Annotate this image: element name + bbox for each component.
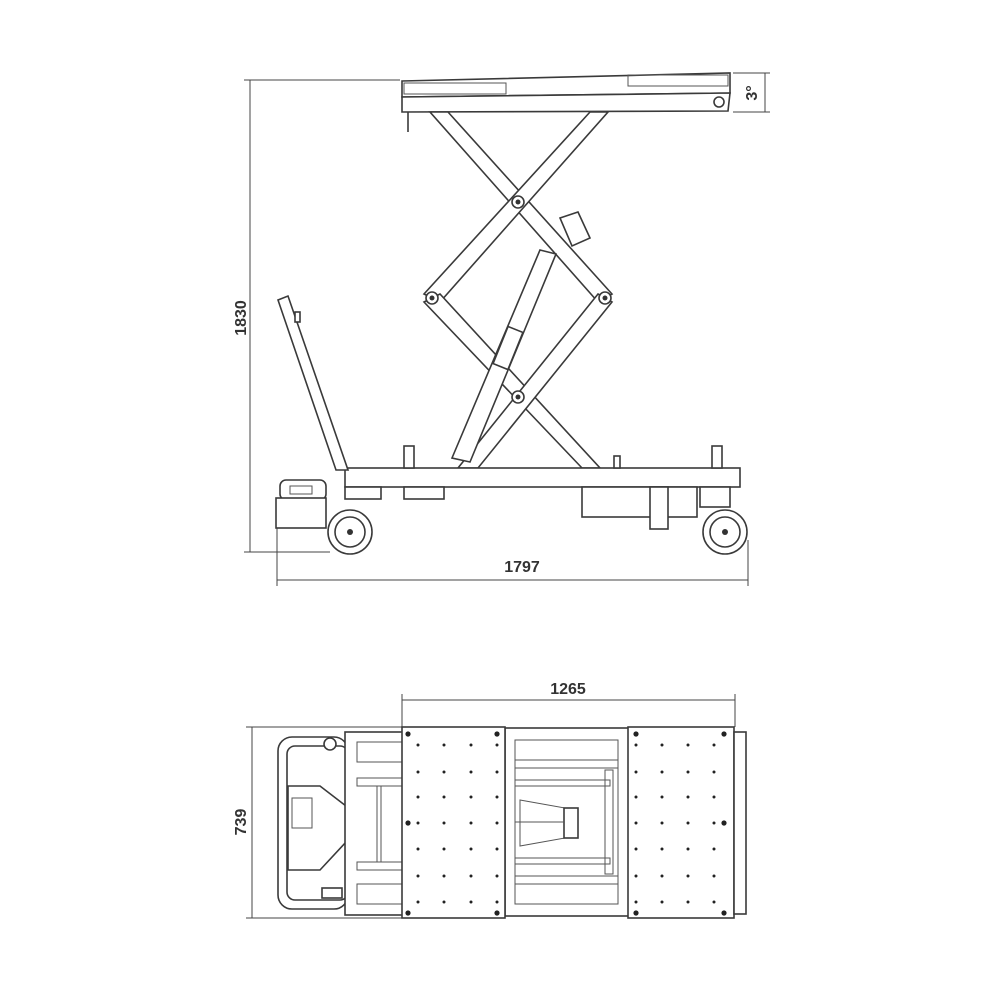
top-view: 1265 739 xyxy=(233,681,747,919)
deck-hole xyxy=(721,820,727,826)
deck-hole xyxy=(405,820,411,826)
deck-hole xyxy=(712,795,716,799)
deck-hole xyxy=(416,874,420,878)
deck-hole xyxy=(712,821,716,825)
deck-hole xyxy=(416,795,420,799)
deck-hole xyxy=(416,743,420,747)
deck-hole xyxy=(442,847,446,851)
deck-holes xyxy=(405,731,727,916)
deck-hole xyxy=(660,874,664,878)
deck-hole xyxy=(442,743,446,747)
deck-hole xyxy=(686,743,690,747)
scissor-arms xyxy=(422,111,614,469)
deck-hole xyxy=(633,731,639,737)
right-deck-plate xyxy=(627,726,735,919)
deck-hole xyxy=(495,847,499,851)
deck-hole xyxy=(416,900,420,904)
deck-hole xyxy=(469,770,473,774)
deck-hole xyxy=(660,821,664,825)
foot-pump xyxy=(275,479,382,529)
tilt-dimension: 3° xyxy=(733,72,770,113)
deck-hole xyxy=(442,770,446,774)
deck-hole xyxy=(634,900,638,904)
tilt-label: 3° xyxy=(744,85,761,100)
deck-hole xyxy=(660,847,664,851)
deck-hole xyxy=(686,821,690,825)
deck-hole xyxy=(712,874,716,878)
deck-hole xyxy=(442,795,446,799)
deck-hole xyxy=(660,743,664,747)
deck-hole xyxy=(721,731,727,737)
deck-hole xyxy=(686,795,690,799)
deck-hole xyxy=(416,770,420,774)
length-label: 1797 xyxy=(504,559,540,576)
platform-length-dimension: 1265 xyxy=(401,681,736,727)
handle-top xyxy=(277,736,349,910)
deck-hole xyxy=(495,821,499,825)
chassis-top xyxy=(344,731,406,916)
deck-hole xyxy=(634,847,638,851)
deck-hole xyxy=(495,743,499,747)
deck-hole xyxy=(634,743,638,747)
deck-hole xyxy=(712,900,716,904)
deck-hole xyxy=(405,731,411,737)
deck-hole xyxy=(712,770,716,774)
deck-hole xyxy=(634,821,638,825)
deck-hole xyxy=(416,821,420,825)
deck-hole xyxy=(495,795,499,799)
deck-hole xyxy=(634,795,638,799)
width-label: 739 xyxy=(233,809,250,836)
deck-hole xyxy=(686,847,690,851)
deck-end-cap xyxy=(733,731,747,915)
deck-hole xyxy=(686,874,690,878)
deck-hole xyxy=(712,847,716,851)
deck-hole xyxy=(660,900,664,904)
deck-hole xyxy=(469,821,473,825)
side-view: 1830 1797 3° xyxy=(233,72,770,586)
deck-hole xyxy=(633,910,639,916)
deck-hole xyxy=(469,874,473,878)
deck-hole xyxy=(495,900,499,904)
deck-hole xyxy=(442,900,446,904)
deck-hole xyxy=(686,900,690,904)
tow-handle xyxy=(276,294,350,471)
platform xyxy=(401,72,731,132)
deck-hole xyxy=(495,874,499,878)
base-frame xyxy=(344,445,741,530)
platform-length-label: 1265 xyxy=(550,681,586,698)
deck-hole xyxy=(660,795,664,799)
height-dimension: 1830 xyxy=(233,79,400,553)
deck-hole xyxy=(712,743,716,747)
deck-hole xyxy=(721,910,727,916)
deck-hole xyxy=(442,874,446,878)
deck-hole xyxy=(494,731,500,737)
deck-hole xyxy=(634,874,638,878)
height-label: 1830 xyxy=(233,300,250,336)
deck-hole xyxy=(469,795,473,799)
deck-hole xyxy=(495,770,499,774)
deck-hole xyxy=(469,900,473,904)
deck-hole xyxy=(686,770,690,774)
deck-hole xyxy=(469,847,473,851)
scissor-mechanism-top xyxy=(504,727,630,917)
deck-hole xyxy=(416,847,420,851)
length-dimension: 1797 xyxy=(276,520,749,586)
deck-hole xyxy=(442,821,446,825)
width-dimension: 739 xyxy=(233,726,402,919)
deck-hole xyxy=(634,770,638,774)
deck-hole xyxy=(660,770,664,774)
deck-hole xyxy=(469,743,473,747)
deck-hole xyxy=(405,910,411,916)
deck-hole xyxy=(494,910,500,916)
wheels xyxy=(327,509,748,555)
